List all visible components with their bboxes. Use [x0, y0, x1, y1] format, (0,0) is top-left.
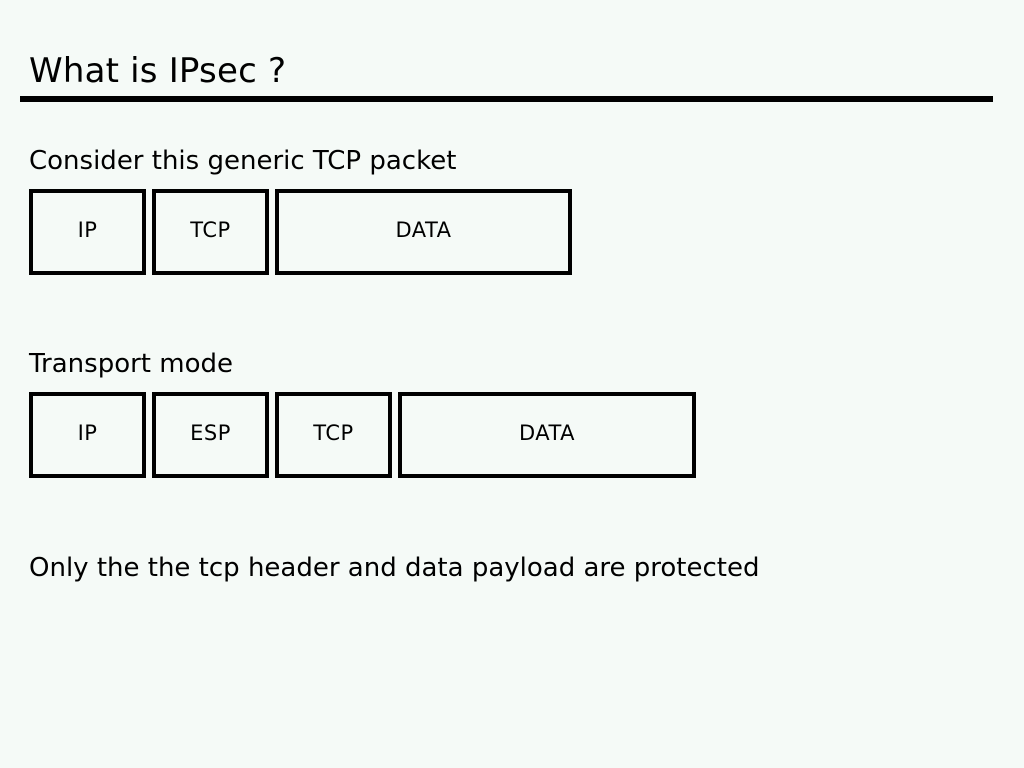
packet-field-label: TCP	[313, 421, 354, 445]
page-title: What is IPsec ?	[29, 51, 287, 91]
packet-field-ip: IP	[29, 392, 146, 478]
packet-field-label: DATA	[395, 218, 452, 242]
generic-packet-caption: Consider this generic TCP packet	[29, 146, 457, 176]
packet-field-data: DATA	[398, 392, 696, 478]
title-underline-rule	[20, 96, 993, 102]
transport-mode-packet-diagram: IP ESP TCP DATA	[29, 392, 696, 478]
packet-field-label: TCP	[190, 218, 231, 242]
packet-field-label: IP	[77, 218, 98, 242]
packet-field-esp: ESP	[152, 392, 269, 478]
packet-field-ip: IP	[29, 189, 146, 275]
protection-note: Only the the tcp header and data payload…	[29, 553, 760, 583]
packet-field-tcp: TCP	[152, 189, 269, 275]
packet-field-tcp: TCP	[275, 392, 392, 478]
transport-mode-caption: Transport mode	[29, 349, 234, 379]
generic-packet-diagram: IP TCP DATA	[29, 189, 572, 275]
packet-field-label: IP	[77, 421, 98, 445]
packet-field-label: ESP	[190, 421, 231, 445]
packet-field-label: DATA	[518, 421, 576, 445]
packet-field-data: DATA	[275, 189, 572, 275]
